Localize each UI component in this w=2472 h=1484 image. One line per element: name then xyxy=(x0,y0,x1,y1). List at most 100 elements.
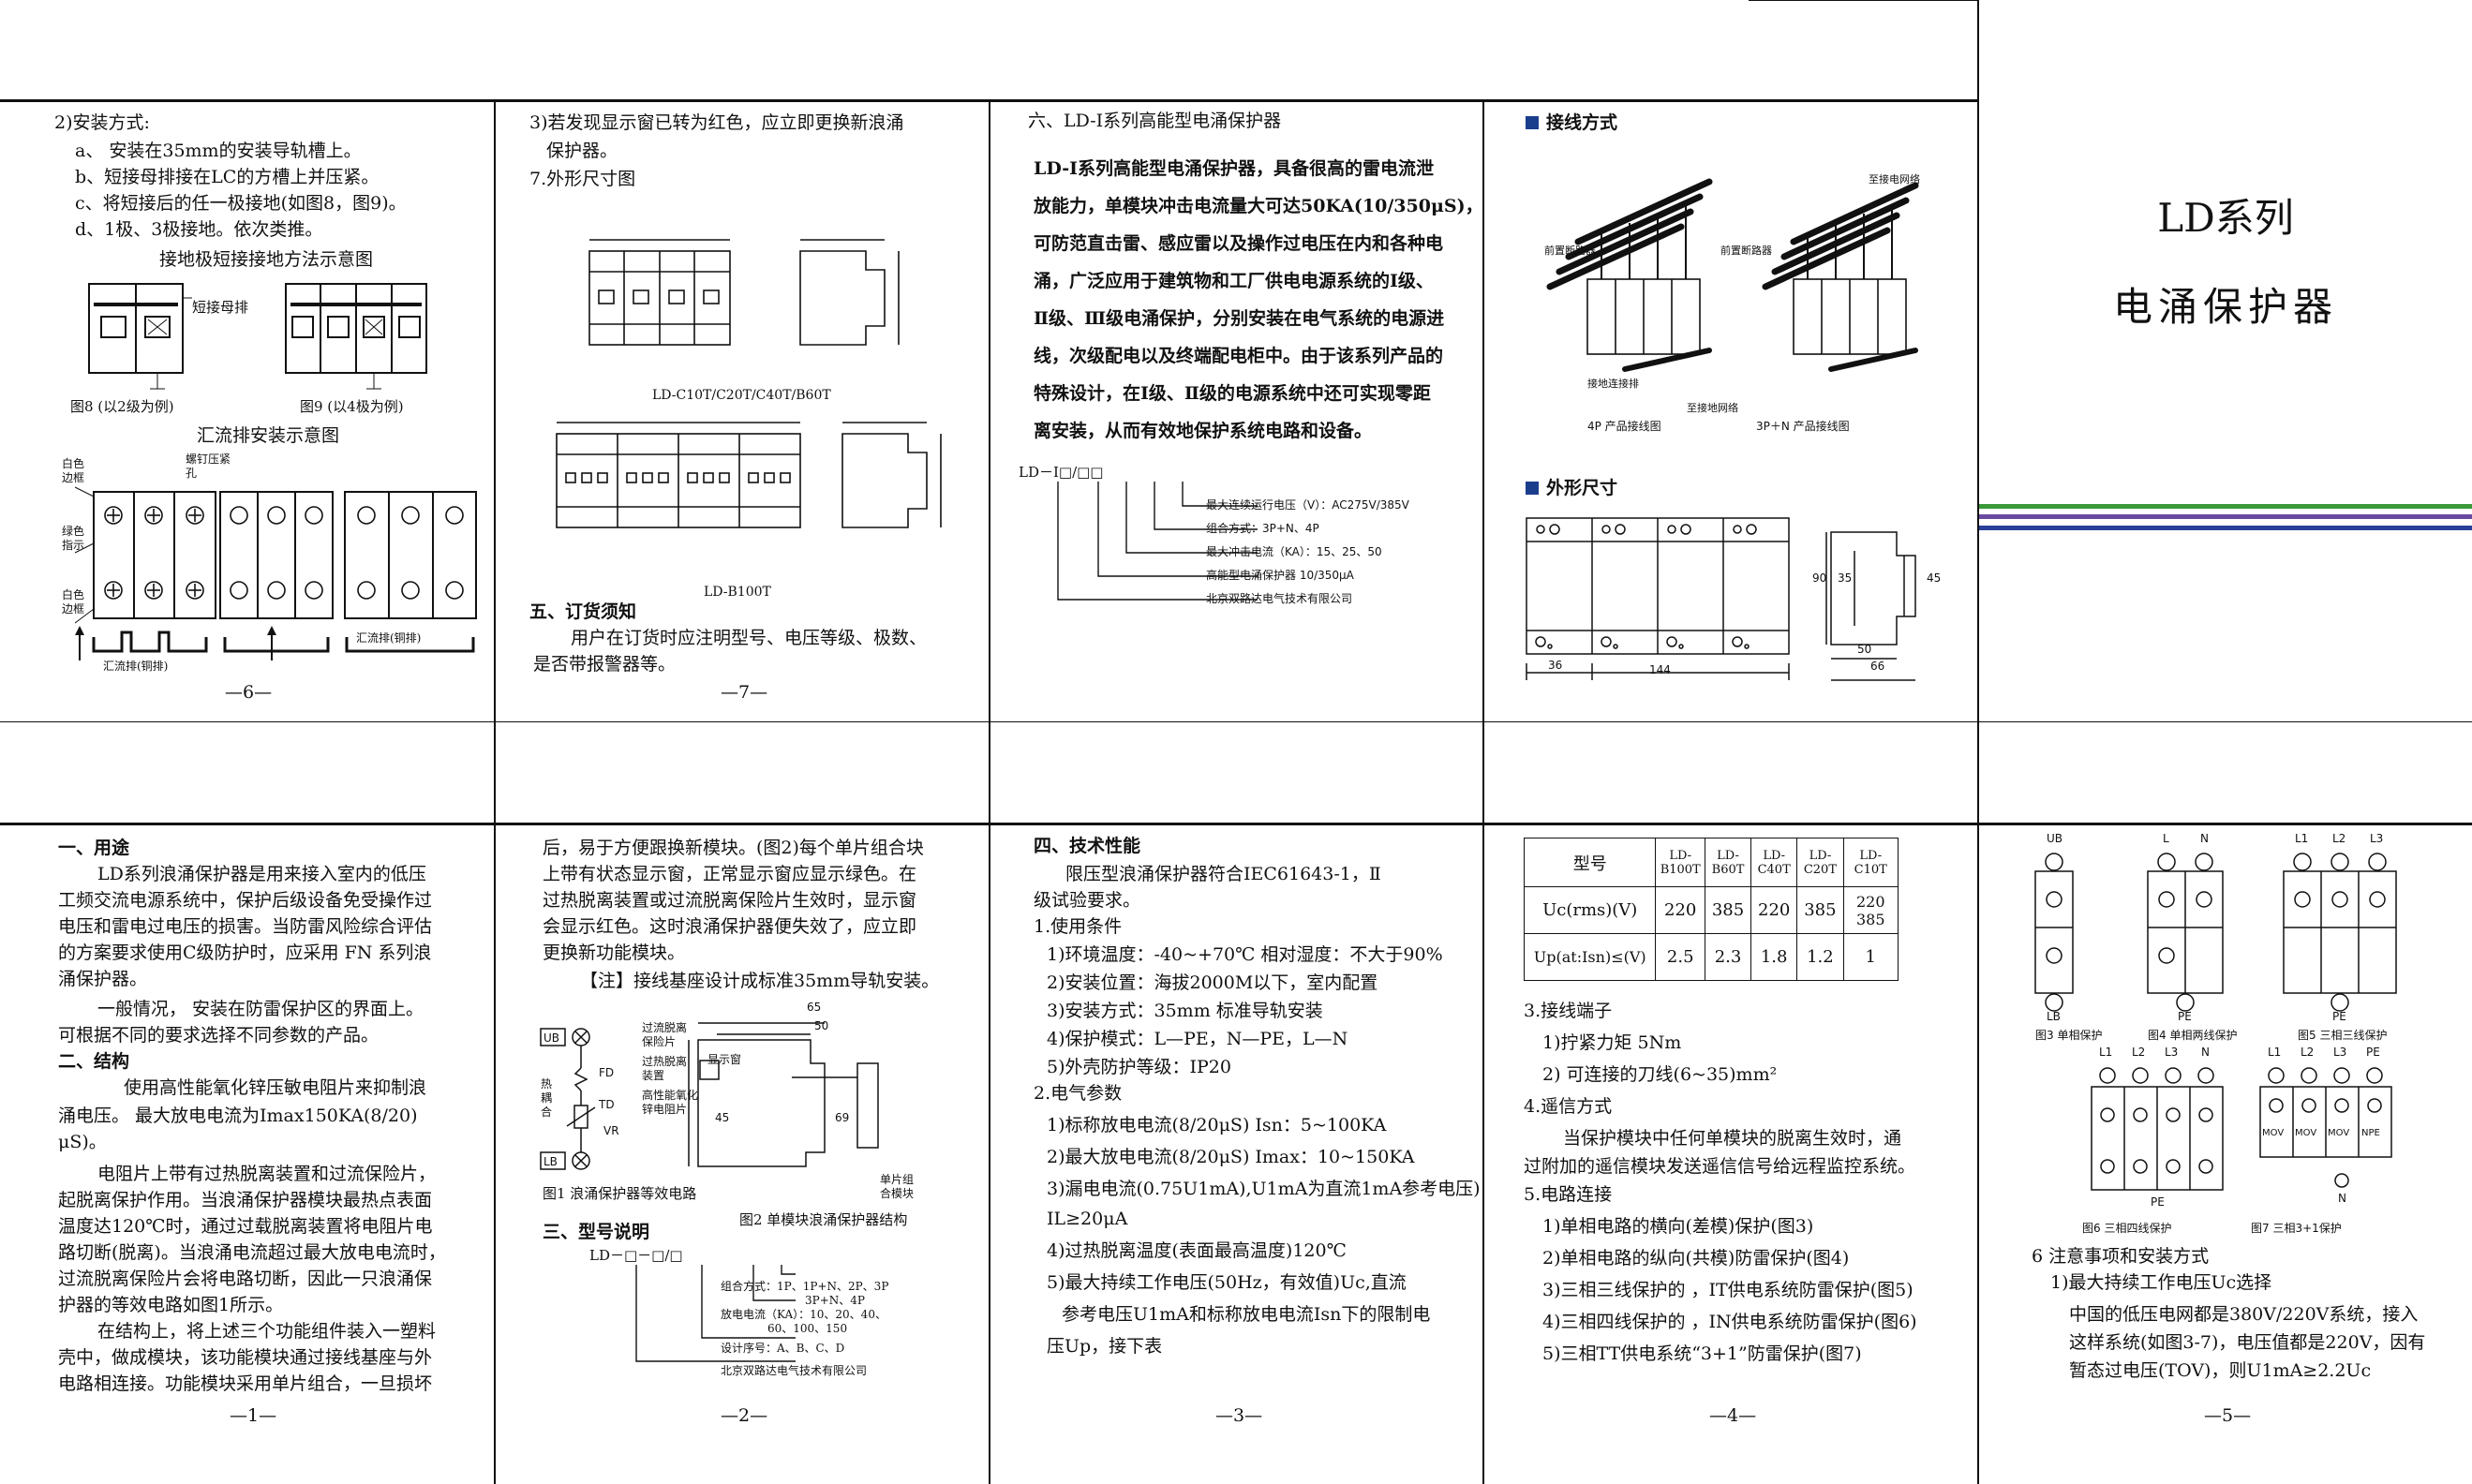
p2-text-4: 会显示红色。这时浪涌保护器便失效了，应立即 xyxy=(543,916,917,937)
outline-dimension-drawing xyxy=(1526,517,1916,681)
page-ld1: 六、LD-Ⅰ系列高能型电涌保护器 LD-Ⅰ系列高能型电涌保护器，具备很高的雷电流… xyxy=(990,101,1482,720)
p2-text-1: 后，易于方便跟换新模块。(图2)每个单片组合块 xyxy=(543,838,924,858)
spec-model-5: LD-C10T xyxy=(1842,838,1899,887)
order-heading: 五、订货须知 xyxy=(529,601,637,622)
tech-line-6: 3)安装方式：35mm 标准导轨安装 xyxy=(1047,1001,1323,1021)
ld1-body-2: 放能力，单模块冲击电流量大可达50KA(10/350μS)， xyxy=(1034,196,1482,216)
mid-rule-bottom xyxy=(0,823,2472,825)
model-item-5: 设计序号：A、B、C、D xyxy=(721,1342,845,1355)
spec-row2-c2: 2.3 xyxy=(1704,933,1752,981)
cover-title-1: LD系列 xyxy=(2157,195,2294,241)
heading-square-icon xyxy=(1526,482,1539,495)
label-l2-fig7: L2 xyxy=(2301,1046,2315,1059)
struct-text-9: 护器的等效电路如图1所示。 xyxy=(58,1295,284,1315)
ld1-code-item-5: 北京双路达电气技术有限公司 xyxy=(1206,592,1353,605)
tech-heading: 四、技术性能 xyxy=(1034,836,1141,856)
tech-line-9: 2.电气参数 xyxy=(1034,1083,1123,1104)
model-item-3: 放电电流（KA）：10、20、40、 xyxy=(721,1308,886,1321)
fig8-caption: 图8 (以2级为例) xyxy=(70,398,174,415)
tech-line-14: 4)过热脱离温度(表面最高温度)120℃ xyxy=(1047,1240,1347,1261)
struct-text-7: 路切断(脱离)。当浪涌电流超过最大放电电流时， xyxy=(58,1242,446,1263)
tech-line-7: 4)保护模式：L—PE，N—PE，L—N xyxy=(1047,1029,1348,1049)
label-l3-fig5: L3 xyxy=(2370,832,2384,845)
label-l1-fig5: L1 xyxy=(2295,832,2309,845)
model-heading: 三、型号说明 xyxy=(543,1222,650,1242)
model-item-2: 3P+N、4P xyxy=(805,1294,865,1307)
short-bar-label: 短接母排 xyxy=(192,299,249,316)
install-heading: 2)安装方式: xyxy=(54,112,150,133)
label-mov-2: MOV xyxy=(2295,1128,2317,1138)
model-code-leader xyxy=(635,1265,796,1362)
p4-line-12: 5)三相TT供电系统“3+1”防雷保护(图7) xyxy=(1542,1343,1862,1364)
page-3: 四、技术性能 限压型浪涌保护器符合IEC61643-1，Ⅱ 级试验要求。 1.使… xyxy=(990,824,1482,1484)
circ-fd: FD xyxy=(599,1066,615,1079)
struct-text-3: μS)。 xyxy=(58,1132,107,1152)
cover-panel: LD系列 电涌保护器 xyxy=(1979,0,2472,721)
dim-35: 35 xyxy=(1838,571,1853,585)
ld1-body-8: 离安装，从而有效地保护系统电路和设备。 xyxy=(1034,421,1373,441)
notes-3: 这样系统(如图3-7)，电压值都是220V，因有 xyxy=(2069,1332,2426,1353)
wiring-heading: 接线方式 xyxy=(1526,109,1617,137)
label-l: L xyxy=(2163,832,2169,845)
use-heading: 一、用途 xyxy=(58,838,130,858)
ld1-body-1: LD-Ⅰ系列高能型电涌保护器，具备很高的雷电流泄 xyxy=(1034,158,1434,179)
p4-line-10: 3)三相三线保护的 ，IT供电系统防雷保护(图5) xyxy=(1542,1280,1914,1300)
dim-50: 50 xyxy=(814,1019,829,1032)
busbar-label-left: 汇流排(铜排) xyxy=(103,660,169,673)
struct-text-10: 在结构上，将上述三个功能组件装入一塑料 xyxy=(97,1321,437,1342)
use-text-2: 工频交流电源系统中，保护后级设备免受操作过 xyxy=(58,890,433,911)
use-text-4: 的方案要求使用C级防护时，应采用 FN 系列浪 xyxy=(58,942,432,963)
struct-text-6: 温度达120℃时，通过过载脱离装置将电阻片电 xyxy=(58,1216,433,1237)
spec-row2-c3: 1.8 xyxy=(1750,933,1798,981)
ld1-heading: 六、LD-Ⅰ系列高能型电涌保护器 xyxy=(1028,111,1282,131)
ld1-body-7: 特殊设计，在Ⅰ级、Ⅱ级的电源系统中还可实现零距 xyxy=(1034,383,1431,404)
p4-line-1: 3.接线端子 xyxy=(1524,1001,1613,1021)
p2-text-3: 过热脱离装置或过流脱离保险片生效时，显示窗 xyxy=(543,890,917,911)
label-white-edge-top: 白色边框 xyxy=(62,457,85,484)
fig-3pn: 3P＋N 产品接线图 xyxy=(1756,420,1850,433)
stripe-blue xyxy=(1979,526,2472,530)
fig2-caption: 图2 单模块浪涌保护器结构 xyxy=(739,1211,908,1228)
ground-title: 接地极短接接地方法示意图 xyxy=(159,249,374,270)
dim-144: 144 xyxy=(1649,663,1671,676)
spec-row1-c4: 385 xyxy=(1796,886,1844,934)
dim-50: 50 xyxy=(1857,643,1872,656)
struct-text-1: 使用高性能氧化锌压敏电阻片来抑制浪 xyxy=(124,1077,427,1098)
spec-row2-c5: 1 xyxy=(1842,933,1899,981)
cover-title-2: 电涌保护器 xyxy=(2112,284,2338,330)
tech-line-11: 2)最大放电电流(8/20μS) Imax：10~150KA xyxy=(1047,1147,1415,1167)
ld1-code: LD－Ⅰ□/□□ xyxy=(1019,464,1104,481)
circ-display: 显示窗 xyxy=(707,1053,742,1066)
fig1-caption: 图1 浪涌保护器等效电路 xyxy=(543,1185,697,1202)
tech-line-17: 压Up，接下表 xyxy=(1047,1336,1163,1357)
notes-4: 暂态过电压(TOV)，则U1mA≥2.2Uc xyxy=(2069,1360,2372,1381)
p4-line-11: 4)三相四线保护的 ，IN供电系统防雷保护(图6) xyxy=(1542,1312,1917,1332)
label-l1-fig7: L1 xyxy=(2268,1046,2282,1059)
divider-1 xyxy=(494,99,496,1484)
page-number: —2— xyxy=(721,1405,768,1426)
model-item-4: 60、100、150 xyxy=(767,1322,848,1335)
label-n: N xyxy=(2200,832,2209,845)
model-item-6: 北京双路达电气技术有限公司 xyxy=(721,1364,868,1377)
page-number: —5— xyxy=(2204,1405,2252,1426)
tech-line-5: 2)安装位置：海拔2000M以下，室内配置 xyxy=(1047,972,1378,993)
p2-text-6: 【注】接线基座设计成标准35mm导轨安装。 xyxy=(580,971,940,991)
heading-square-icon xyxy=(1526,116,1539,129)
label-mov-3: MOV xyxy=(2328,1128,2350,1138)
tech-line-12: 3)漏电电流(0.75U1mA),U1mA为直流1mA参考电压) xyxy=(1047,1179,1481,1199)
struct-text-11: 壳中，做成模块，该功能模块通过接线基座与外 xyxy=(58,1347,433,1368)
struct-heading: 二、结构 xyxy=(58,1051,130,1072)
circ-overheat: 过热脱离装置 xyxy=(642,1055,688,1082)
dim-45: 45 xyxy=(715,1111,730,1124)
ld1-body-3: 可防范直击雷、感应雷以及操作过电压在内和各种电 xyxy=(1034,233,1444,254)
model-top: LD-C10T/C20T/C40T/B60T xyxy=(652,388,831,403)
dim-36: 36 xyxy=(1548,659,1563,672)
label-l2-fig6: L2 xyxy=(2132,1046,2146,1059)
page-number: —3— xyxy=(1215,1405,1263,1426)
spec-row2-c4: 1.2 xyxy=(1796,933,1844,981)
page-4: 型号 LD-B100T LD-B60T LD-C40T LD-C20T LD-C… xyxy=(1484,824,1975,1484)
label-l2-fig5: L2 xyxy=(2332,832,2346,845)
page-2: 后，易于方便跟换新模块。(图2)每个单片组合块 上带有状态显示窗，正常显示窗应显… xyxy=(496,824,988,1484)
struct-text-2: 涌电压。 最大放电电流为Imax150KA(8/20) xyxy=(58,1106,418,1126)
p2-text-5: 更换新功能模块。 xyxy=(543,942,686,963)
